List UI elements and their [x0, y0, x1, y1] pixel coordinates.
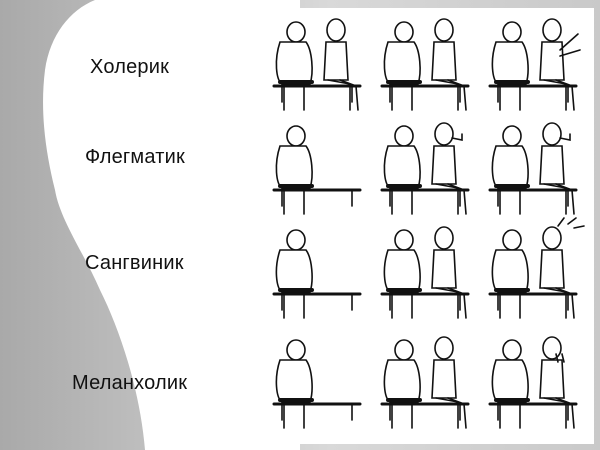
head-silhouette	[43, 0, 300, 450]
comic-panel	[272, 18, 362, 111]
comic-panel	[272, 125, 362, 215]
comic-panel	[380, 226, 470, 319]
comic-panel	[380, 18, 470, 111]
comic-row	[272, 217, 585, 319]
comic-panel	[380, 336, 470, 429]
temperament-label-melancholic: Меланхолик	[72, 372, 188, 394]
comic-row	[272, 336, 578, 429]
comic-panel	[488, 336, 578, 429]
temperament-label-sanguine: Сангвиник	[85, 252, 184, 274]
comic-panel	[380, 122, 470, 215]
bench-cartoon-illustration	[262, 8, 594, 444]
temperament-label-choleric: Холерик	[90, 56, 170, 78]
comic-panel	[272, 339, 362, 429]
comic-row	[272, 18, 581, 111]
comic-panel	[488, 217, 585, 319]
comic-panel	[488, 18, 581, 111]
comic-row	[272, 122, 578, 215]
temperament-label-phlegmatic: Флегматик	[85, 146, 185, 168]
comic-panel	[272, 229, 362, 319]
comic-panel	[488, 122, 578, 215]
